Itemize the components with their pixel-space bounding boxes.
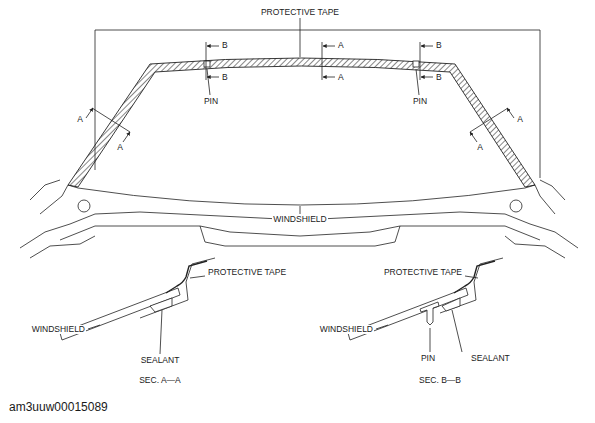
cut-arrow bbox=[207, 77, 219, 78]
part-label: SEALANT bbox=[470, 354, 511, 363]
cut-arrow bbox=[86, 108, 93, 118]
leader-line bbox=[190, 276, 205, 278]
cut-line bbox=[322, 42, 323, 80]
section-title: SEC. A—A bbox=[138, 376, 182, 385]
section-letter: B bbox=[435, 41, 443, 50]
section-letter: A bbox=[337, 73, 345, 82]
protective-tape bbox=[166, 261, 207, 293]
leader-line bbox=[452, 310, 462, 352]
section-letter: B bbox=[221, 73, 229, 82]
section-letter: B bbox=[221, 41, 229, 50]
section-title: SEC. B—B bbox=[418, 376, 462, 385]
sealant bbox=[150, 298, 172, 312]
cut-line bbox=[206, 42, 207, 80]
body-line bbox=[505, 236, 565, 258]
body-panel bbox=[440, 258, 503, 313]
body-hole bbox=[510, 200, 522, 212]
body-line bbox=[30, 180, 565, 200]
leader-line bbox=[88, 325, 100, 329]
part-label: PIN bbox=[420, 354, 436, 363]
body-line bbox=[535, 185, 555, 214]
cut-line bbox=[420, 42, 421, 80]
body-panel bbox=[140, 258, 215, 318]
leader-line bbox=[300, 18, 301, 57]
pin bbox=[420, 302, 439, 325]
cut-line bbox=[470, 108, 508, 132]
leader-line bbox=[430, 328, 431, 352]
body-line bbox=[200, 226, 400, 246]
windshield-edge bbox=[78, 188, 525, 205]
windshield-edge bbox=[68, 185, 535, 188]
leader-line bbox=[416, 69, 419, 95]
section-letter: A bbox=[116, 143, 124, 152]
leader-line bbox=[465, 276, 478, 278]
leader-line bbox=[376, 325, 388, 329]
protective-tape bbox=[68, 58, 535, 187]
part-label: WINDSHIELD bbox=[272, 215, 327, 224]
pin bbox=[413, 61, 419, 67]
section-letter: B bbox=[435, 73, 443, 82]
part-label: PIN bbox=[412, 97, 428, 106]
part-label: PROTECTIVE TAPE bbox=[260, 8, 340, 17]
part-label: PROTECTIVE TAPE bbox=[207, 268, 287, 277]
cut-arrow bbox=[421, 46, 433, 47]
cut-arrow bbox=[123, 132, 130, 142]
body-line bbox=[40, 185, 68, 214]
protective-tape bbox=[454, 261, 495, 293]
section-letter: A bbox=[516, 115, 524, 124]
cut-arrow bbox=[323, 77, 335, 78]
cut-arrow bbox=[507, 108, 514, 118]
section-letter: A bbox=[337, 41, 345, 50]
part-label: SEALANT bbox=[140, 356, 181, 365]
pin bbox=[204, 61, 210, 67]
cut-arrow bbox=[207, 46, 219, 47]
cut-arrow bbox=[421, 77, 433, 78]
cut-arrow bbox=[470, 132, 477, 142]
part-label: PIN bbox=[203, 97, 219, 106]
part-label: WINDSHIELD bbox=[319, 325, 374, 334]
leader-line bbox=[160, 310, 162, 354]
part-label: WINDSHIELD bbox=[31, 325, 86, 334]
cut-arrow bbox=[323, 46, 335, 47]
leader-line bbox=[300, 206, 301, 214]
part-label: PROTECTIVE TAPE bbox=[383, 268, 463, 277]
body-line bbox=[20, 212, 578, 248]
body-line bbox=[60, 226, 540, 240]
section-letter: A bbox=[476, 143, 484, 152]
sealant bbox=[442, 298, 460, 311]
body-line bbox=[30, 236, 95, 258]
figure-id: am3uuw00015089 bbox=[8, 401, 109, 413]
cut-line bbox=[92, 108, 130, 132]
body-hole bbox=[78, 200, 90, 212]
leader-line bbox=[207, 69, 210, 95]
section-letter: A bbox=[76, 115, 84, 124]
